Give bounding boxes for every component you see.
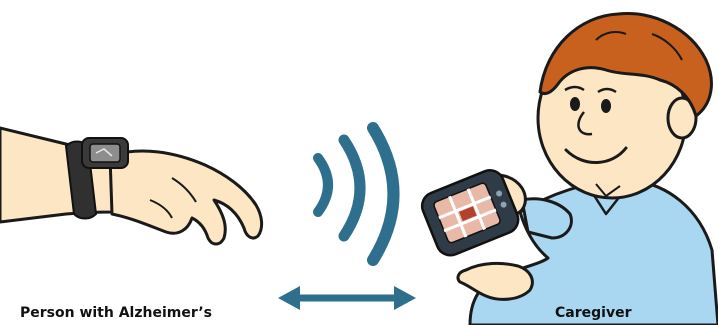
person-arm: [0, 128, 262, 244]
caregiver-hand-pointing: [458, 263, 532, 299]
signal-arc-small: [318, 158, 328, 212]
person-label: Person with Alzheimer’s: [20, 304, 212, 322]
caregiver-label: Caregiver: [555, 304, 631, 322]
caregiver-eye-left: [570, 97, 580, 111]
hand: [110, 151, 262, 244]
caregiver-figure: [458, 13, 718, 325]
caregiver-eye-right: [601, 99, 611, 113]
signal-arc-medium: [344, 140, 360, 236]
signal-arc-large: [373, 128, 394, 260]
double-headed-arrow-icon: [278, 286, 416, 310]
wireless-signal-icon: [318, 128, 394, 260]
